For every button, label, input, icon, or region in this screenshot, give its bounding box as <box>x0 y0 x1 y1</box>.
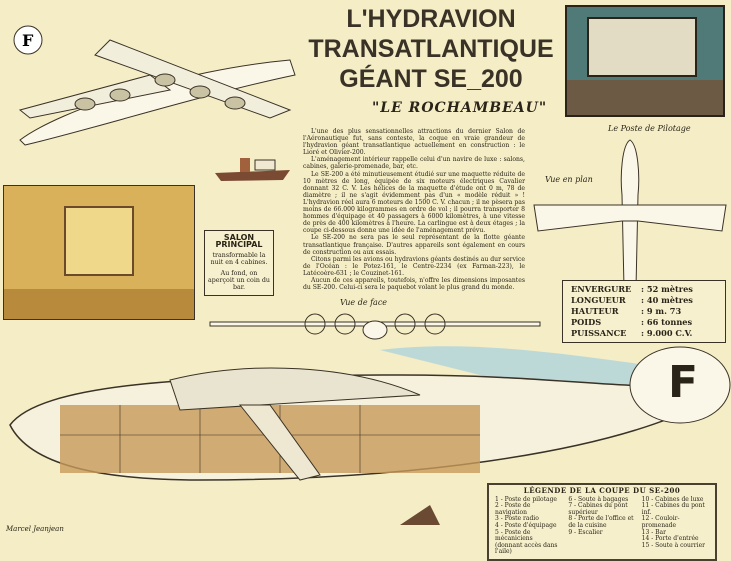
legend-item: 15 - Soute à courrier <box>641 541 705 549</box>
spec-row: LONGUEUR : 40 mètres <box>571 295 717 306</box>
title-line-3: GÉANT SE_200 <box>339 65 523 93</box>
legend-column-3: 10 - Cabines de luxe 11 - Cabines du pon… <box>641 495 709 556</box>
legend-item: (donnant accès dans l'aile) <box>495 541 558 556</box>
artist-signature: Marcel Jeanjean <box>6 525 64 533</box>
salon-title: SALON <box>223 233 255 242</box>
legend-item: 10 - Cabines de luxe <box>641 495 704 503</box>
ocean-liner-illustration <box>215 158 290 181</box>
legend-item: 8 - Porte de l'office et de la cuisine <box>568 515 634 529</box>
legend-title: LÉGENDE DE LA COUPE DU SE-200 <box>523 486 681 495</box>
legend-column-1: 1 - Poste de pilotage 2 - Poste de navig… <box>495 495 562 556</box>
article: L'une des plus sensationnelles attractio… <box>303 128 525 291</box>
spec-label: POIDS <box>571 317 602 327</box>
legend-item: 11 - Cabines du pont inf. <box>641 502 705 516</box>
legend-column-2: 6 - Soute à bagages 7 - Cabines du pont … <box>568 495 635 556</box>
article-paragraph: Le SE-200 a été minutieusement étudié su… <box>303 170 525 235</box>
tail-letter-large: F <box>668 357 699 408</box>
spec-value: : 40 mètres <box>641 295 693 305</box>
article-paragraph: Le SE-200 ne sera pas le seul représenta… <box>303 234 525 256</box>
spec-row: POIDS : 66 tonnes <box>571 317 717 328</box>
legend-item: 4 - Poste d'équipage <box>495 521 557 529</box>
spec-label: HAUTEUR <box>571 306 619 316</box>
title-line-1: L'HYDRAVION <box>346 5 516 33</box>
title-line-2: TRANSATLANTIQUE <box>308 35 554 63</box>
spec-row: PUISSANCE : 9.000 C.V. <box>571 328 717 339</box>
salon-text: transformable la nuit en 4 cabines. <box>210 251 268 267</box>
spec-label: ENVERGURE <box>571 284 632 294</box>
flying-boat-illustration: F <box>13 25 296 146</box>
legend-item: 2 - Poste de navigation <box>495 502 531 516</box>
salon-caption: SALON PRINCIPAL transformable la nuit en… <box>204 230 274 296</box>
salon-title: PRINCIPAL <box>215 240 263 250</box>
legend-item: 12 - Couloir-promenade <box>641 515 680 529</box>
spec-value: : 9.000 C.V. <box>641 328 693 338</box>
spec-value: : 9 m. 73 <box>641 306 682 316</box>
spec-label: LONGUEUR <box>571 295 626 305</box>
legend-item: 7 - Cabines du pont supérieur <box>568 502 628 516</box>
spec-row: ENVERGURE : 52 mètres <box>571 284 717 295</box>
salon-text: Au fond, on aperçoit un coin du bar. <box>208 269 270 292</box>
cockpit-caption: Le Poste de Pilotage <box>608 124 691 133</box>
subtitle: "LE ROCHAMBEAU" <box>372 100 548 116</box>
spec-row: HAUTEUR : 9 m. 73 <box>571 306 717 317</box>
article-paragraph: L'aménagement intérieur rappelle celui d… <box>303 156 525 171</box>
spec-value: : 66 tonnes <box>641 317 693 327</box>
legend-item: 9 - Escalier <box>568 528 603 536</box>
front-view-caption: Vue de face <box>340 298 388 307</box>
cutaway-illustration <box>9 346 731 525</box>
plan-view-caption: Vue en plan <box>545 175 593 184</box>
spec-label: PUISSANCE <box>571 328 627 338</box>
legend-item: 13 - Bar <box>641 528 666 536</box>
page-title: L'HYDRAVION TRANSATLANTIQUE GÉANT SE_200 <box>300 4 562 94</box>
spec-value: : 52 mètres <box>641 284 693 294</box>
tail-letter: F <box>22 31 34 50</box>
article-paragraph: Citons parmi les avions ou hydravions gé… <box>303 255 525 277</box>
salon-illustration <box>3 185 195 320</box>
legend-item: 5 - Poste de mécaniciens <box>495 528 533 543</box>
front-view-illustration <box>209 313 541 340</box>
legend-item: 6 - Soute à bagages <box>568 495 629 503</box>
article-paragraph: L'une des plus sensationnelles attractio… <box>303 128 525 157</box>
specs-table: ENVERGURE : 52 mètres LONGUEUR : 40 mètres… <box>562 280 726 343</box>
legend-item: 3 - Poste radio <box>495 515 539 523</box>
article-paragraph: Aucun de ces appareils, toutefois, n'off… <box>303 276 525 292</box>
cutaway-legend: LÉGENDE DE LA COUPE DU SE-200 1 - Poste … <box>487 483 717 561</box>
legend-item: 1 - Poste de pilotage <box>495 495 557 503</box>
cockpit-illustration <box>565 5 725 117</box>
legend-item: 14 - Porte d'entrée <box>641 535 699 543</box>
